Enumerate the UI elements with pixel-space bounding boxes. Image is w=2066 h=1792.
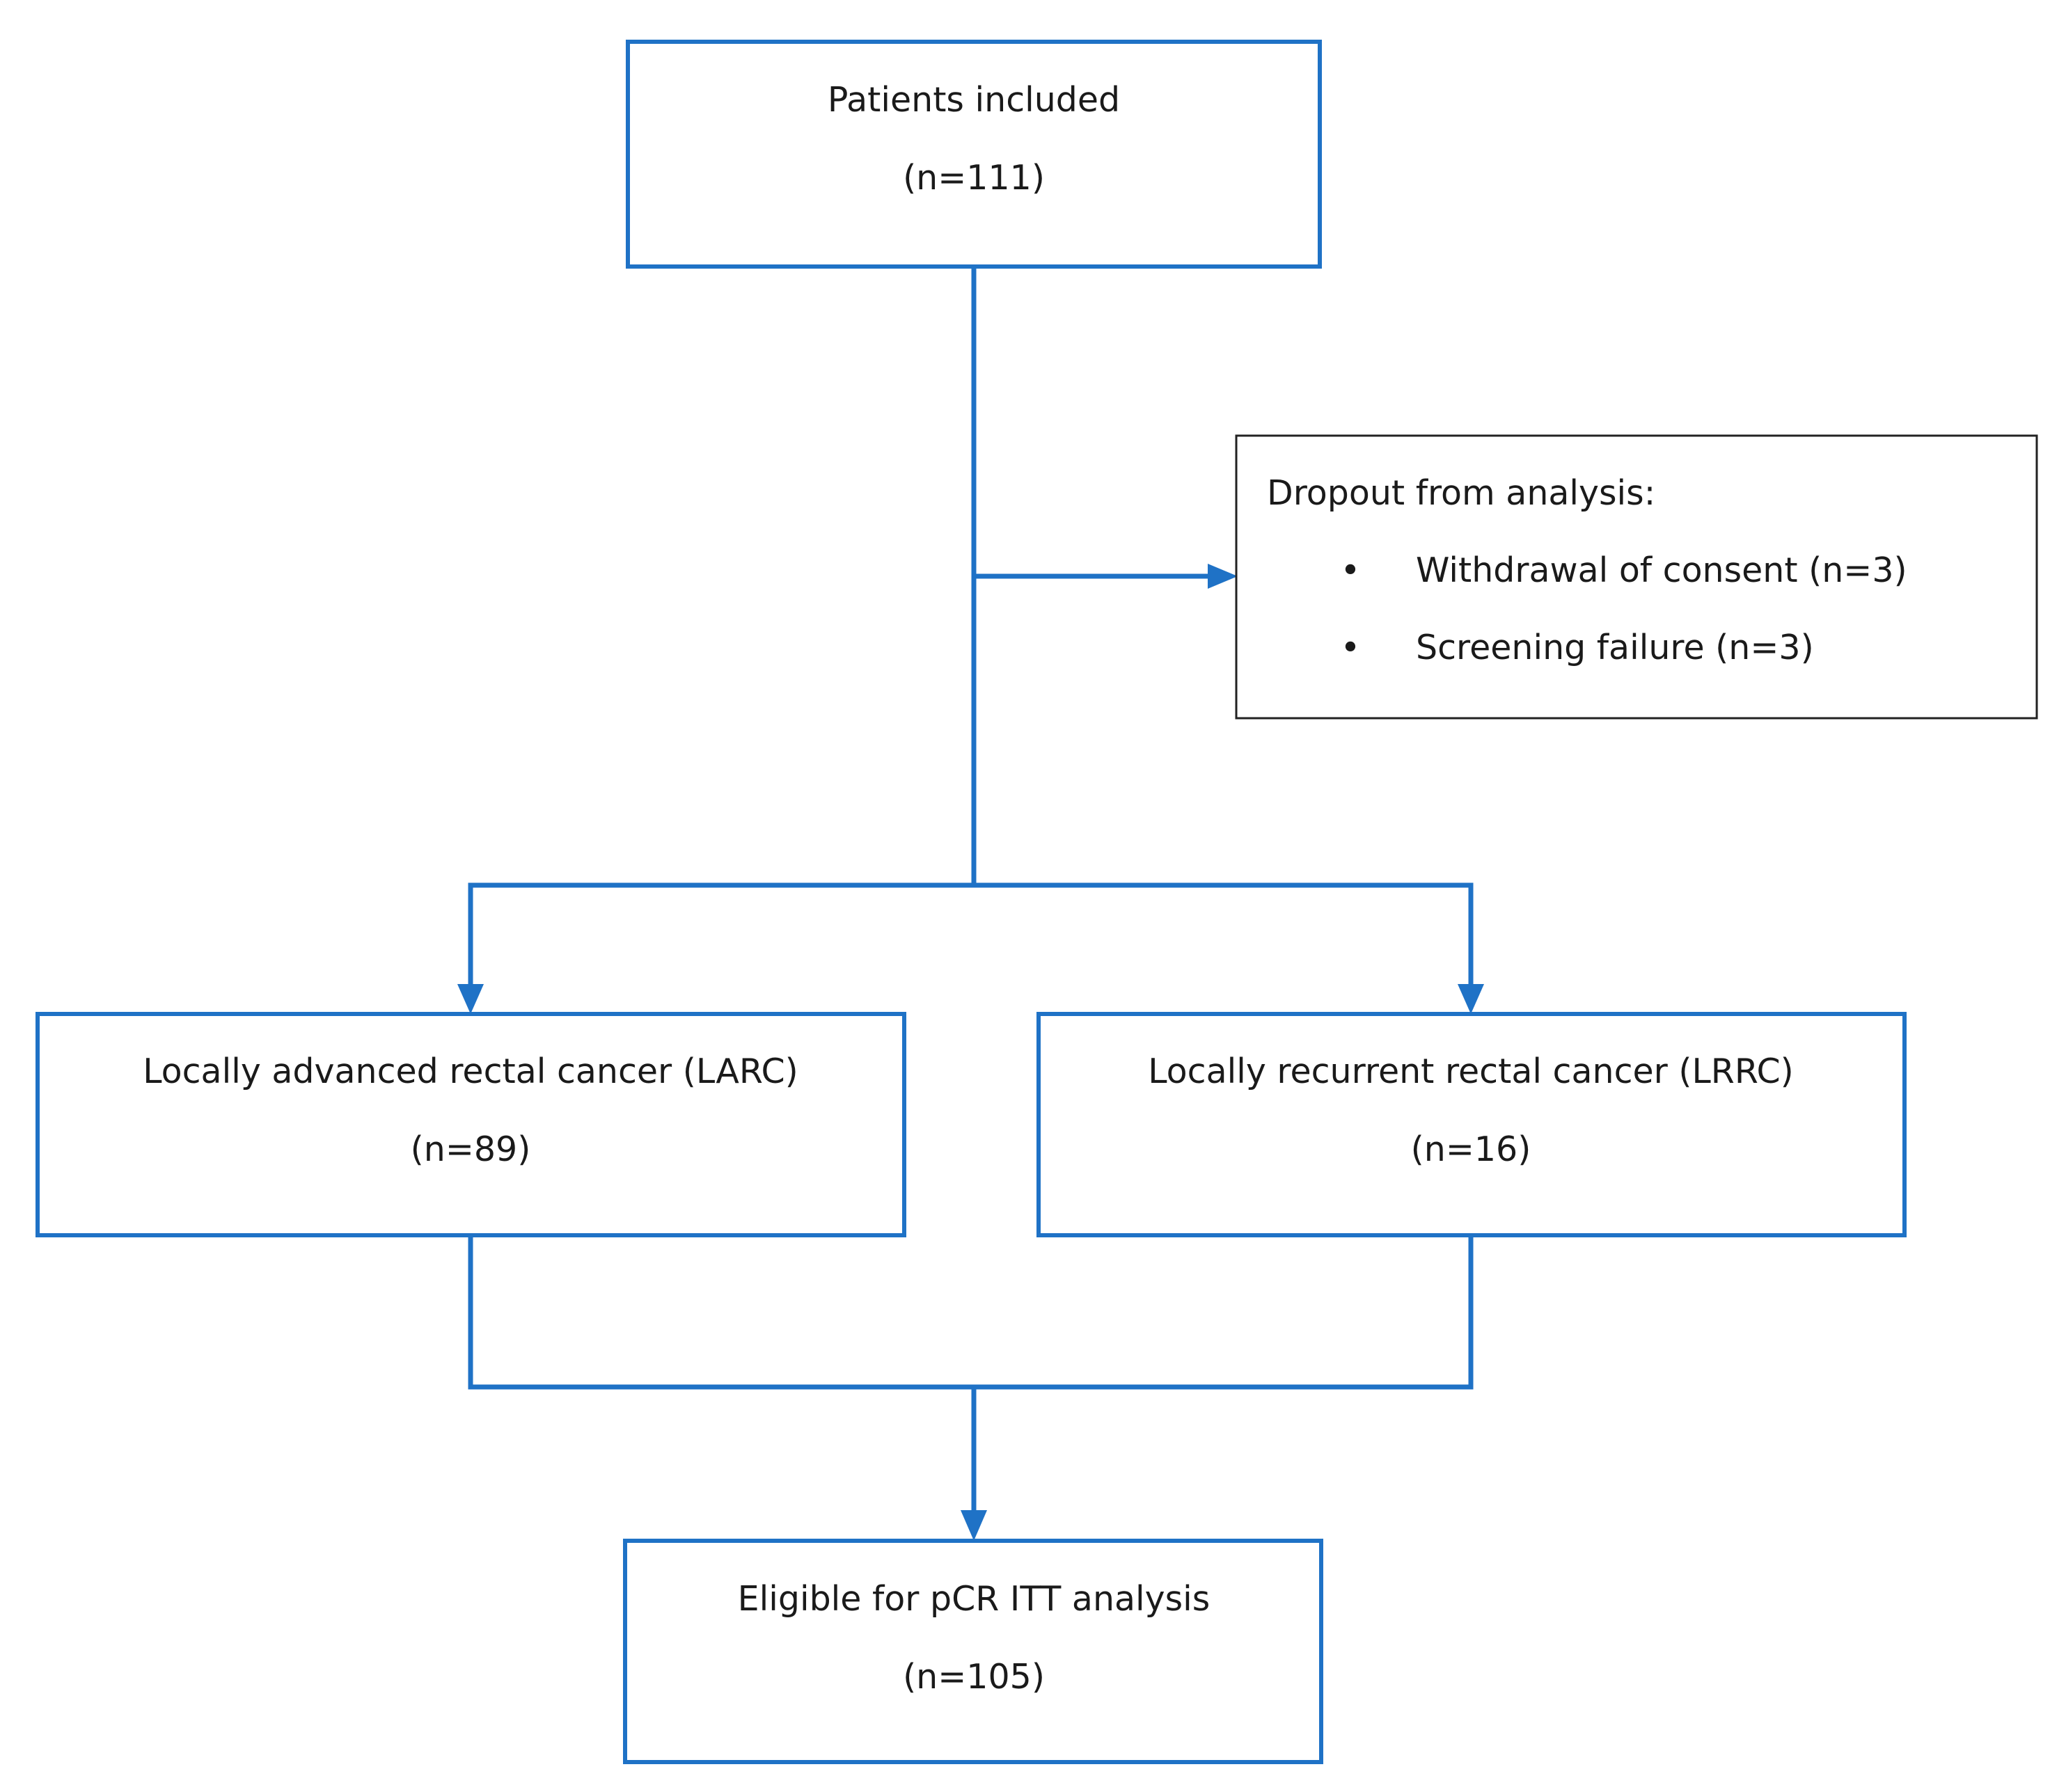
box-included-frame bbox=[626, 40, 1322, 269]
box-dropout: Dropout from analysis: • Withdrawal of c… bbox=[1235, 434, 2038, 720]
box-lrrc: Locally recurrent rectal cancer (LRRC) (… bbox=[1036, 1012, 1907, 1237]
box-dropout-title: Dropout from analysis: bbox=[1267, 473, 1655, 513]
merge-line bbox=[468, 1235, 1474, 1390]
split-line bbox=[468, 882, 1474, 987]
arrow-to-larc bbox=[457, 984, 484, 1014]
connectors bbox=[468, 267, 1474, 1512]
box-lrrc-frame bbox=[1036, 1012, 1907, 1237]
box-larc-title: Locally advanced rectal cancer (LARC) bbox=[143, 1052, 798, 1091]
arrowheads bbox=[457, 564, 1484, 1541]
box-lrrc-count: (n=16) bbox=[1411, 1129, 1531, 1169]
dropout-item-bullet: • bbox=[1341, 628, 1361, 667]
box-larc-frame bbox=[36, 1012, 906, 1237]
box-included: Patients included (n=111) bbox=[626, 40, 1322, 269]
box-included-count: (n=111) bbox=[903, 158, 1045, 198]
arrow-to-dropout bbox=[1208, 564, 1238, 589]
box-dropout-frame bbox=[1235, 434, 2038, 720]
arrow-to-lrrc bbox=[1458, 984, 1484, 1014]
dropout-item-withdrawal: Withdrawal of consent (n=3) bbox=[1416, 550, 1907, 590]
box-lrrc-title: Locally recurrent rectal cancer (LRRC) bbox=[1148, 1052, 1794, 1091]
box-included-title: Patients included bbox=[828, 80, 1120, 120]
box-larc-count: (n=89) bbox=[411, 1129, 531, 1169]
box-eligible-count: (n=105) bbox=[903, 1657, 1045, 1697]
dropout-item-bullet: • bbox=[1341, 550, 1361, 590]
box-eligible-title: Eligible for pCR ITT analysis bbox=[738, 1579, 1211, 1619]
box-eligible-frame bbox=[623, 1539, 1323, 1764]
dropout-item-screening: Screening failure (n=3) bbox=[1416, 628, 1814, 667]
box-eligible: Eligible for pCR ITT analysis (n=105) bbox=[623, 1539, 1323, 1764]
arrow-to-eligible bbox=[961, 1510, 987, 1541]
box-larc: Locally advanced rectal cancer (LARC) (n… bbox=[36, 1012, 906, 1237]
